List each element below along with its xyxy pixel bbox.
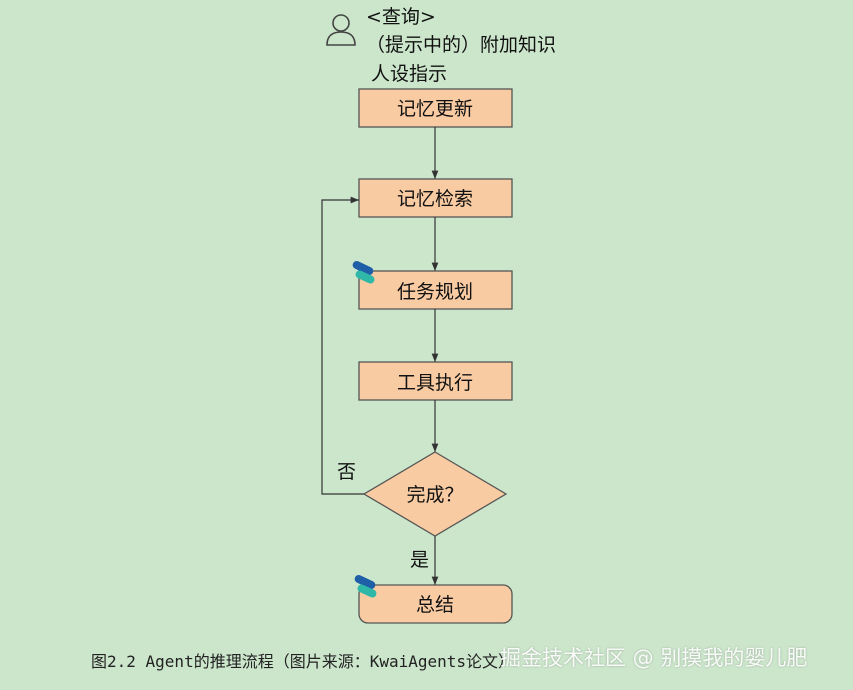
user-icon — [326, 14, 356, 46]
node-summary-label: 总结 — [416, 594, 454, 616]
kwaiagents-logo-icon — [352, 261, 375, 284]
edge-yes-label: 是 — [410, 549, 429, 571]
node-task-planning: 任务规划 — [358, 270, 513, 310]
node-memory-update: 记忆更新 — [358, 88, 513, 128]
node-done-check: 完成？ — [362, 451, 508, 537]
node-memory-retrieval-label: 记忆检索 — [397, 188, 473, 210]
node-tool-execution-label: 工具执行 — [397, 372, 473, 394]
figure-caption: 图2.2 Agent的推理流程（图片来源：KwaiAgents论文） — [91, 652, 515, 671]
node-tool-execution: 工具执行 — [358, 361, 513, 401]
node-task-planning-label: 任务规划 — [397, 281, 473, 303]
node-summary: 总结 — [358, 584, 513, 624]
watermark: 掘金技术社区 @ 别摸我的婴儿肥 — [500, 646, 808, 670]
edge-no-label: 否 — [337, 461, 356, 483]
prompt-knowledge-label: （提示中的）附加知识 — [366, 34, 556, 56]
node-memory-update-label: 记忆更新 — [397, 98, 473, 120]
edge-no-loop — [321, 196, 364, 495]
node-memory-retrieval: 记忆检索 — [358, 178, 513, 218]
node-done-check-label: 完成？ — [406, 484, 463, 506]
kwaiagents-logo-icon — [354, 575, 377, 598]
query-input-label: <查询> — [366, 6, 436, 28]
persona-label: 人设指示 — [371, 63, 447, 85]
